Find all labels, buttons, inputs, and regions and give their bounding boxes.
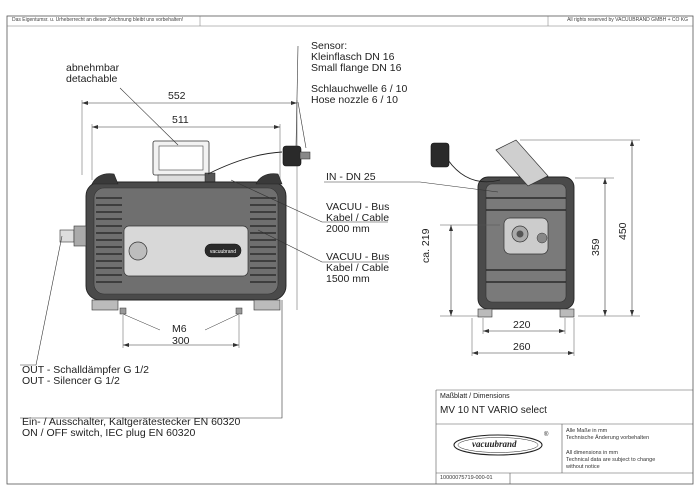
controller-side-icon [495,139,549,187]
sheet-frame [6,15,694,485]
bus-cable-2-type: Kabel / Cable [326,262,390,274]
dim-450: 450 [617,222,629,240]
bus-cable-1-length: 2000 mm [326,223,370,235]
sensor-cable [207,151,283,175]
hose-label-de: Schlauchwelle 6 / 10 [311,83,408,95]
dim-219: ca. 219 [420,228,432,263]
dim-511: 511 [172,114,189,126]
copyright-note: Das Eigentumsr. u. Urheberrecht an diese… [12,17,184,23]
dim-359: 359 [590,238,602,256]
switch-label-en: ON / OFF switch, IEC plug EN 60320 [22,427,196,439]
note-en-2: Technical data are subject to change [566,457,656,463]
silencer-icon [59,229,75,243]
detachable-label-en: detachable [66,73,118,85]
sheet-title: Maßblatt / Dimensions [440,393,510,400]
dim-260: 260 [513,341,531,353]
hose-label-en: Hose nozzle 6 / 10 [311,94,398,106]
rights-note: All rights reserved by VACUUBRAND GMBH +… [567,17,688,23]
sensor-icon [282,145,302,167]
inlet-label: IN - DN 25 [326,171,376,183]
bus-cable-1-label: VACUU - Bus [326,201,390,213]
dim-300: 300 [172,335,190,347]
switch-label-de: Ein- / Ausschalter, Kaltgerätestecker EN… [22,416,241,428]
svg-text:vacuubrand: vacuubrand [210,249,236,255]
note-de-1: Alle Maße in mm [566,428,608,434]
pump-side-view: vacuubrand [59,100,311,348]
drawing-number: 10000075719-000-01 [440,475,493,481]
outlet-label-de: OUT - Schalldämpfer G 1/2 [22,364,150,376]
sensor-label-de: Kleinflasch DN 16 [311,51,395,63]
title-block [435,389,693,484]
vacuubrand-logo [453,434,543,456]
note-de-2: Technische Änderung vorbehalten [566,435,650,441]
outlet-label-en: OUT - Silencer G 1/2 [22,375,120,387]
brand-badge [204,243,242,258]
logo-text: vacuubrand [472,439,517,449]
bus-cable-2-label: VACUU - Bus [326,251,390,263]
note-en-3: without notice [566,464,600,470]
sensor-label-en: Small flange DN 16 [311,62,402,74]
bus-cable-1-type: Kabel / Cable [326,212,390,224]
dim-thread: M6 [172,323,187,335]
note-en-1: All dimensions in mm [566,450,618,456]
dim-552: 552 [168,90,186,102]
dim-220: 220 [513,319,531,331]
pump-front-view [324,139,640,356]
sensor-label: Sensor: [311,40,348,52]
model-name: MV 10 NT VARIO select [440,405,547,416]
bus-cable-2-length: 1500 mm [326,273,370,285]
leader-lines [20,45,388,419]
detachable-label-de: abnehmbar [66,62,120,74]
sensor-side-icon [430,142,450,168]
switch-knob-icon [128,241,148,261]
logo-registered-mark: ® [544,432,549,438]
